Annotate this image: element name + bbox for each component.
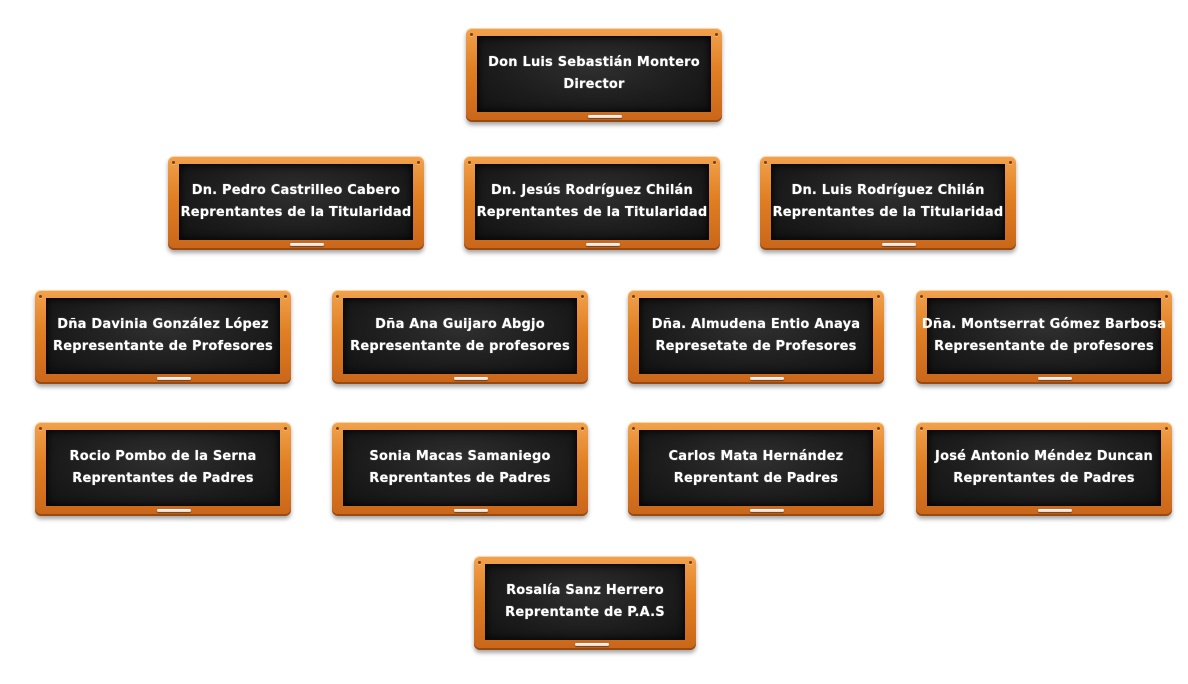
member-role: Representante de Profesores xyxy=(53,339,273,354)
member-name: José Antonio Méndez Duncan xyxy=(935,449,1153,464)
chalk-piece xyxy=(749,377,784,380)
member-name: Carlos Mata Hernández xyxy=(668,449,844,464)
chalk-piece xyxy=(453,377,488,380)
member-name: Dña Ana Guijaro Abgjo xyxy=(375,317,545,332)
member-role: Reprentantes de Padres xyxy=(72,471,254,486)
board-titularidad-2: Dn. Jesús Rodríguez Chilán Reprentantes … xyxy=(464,156,720,250)
member-role: Reprentante de P.A.S xyxy=(505,605,665,620)
board-padres-1: Rocio Pombo de la Serna Reprentantes de … xyxy=(35,422,291,516)
member-name: Dn. Pedro Castrilleo Cabero xyxy=(191,183,401,198)
board-profesores-3: Dña. Almudena Entio Anaya Represetate de… xyxy=(628,290,884,384)
chalkboard: Dña Davinia González López Representante… xyxy=(46,298,280,380)
board-padres-3: Carlos Mata Hernández Reprentant de Padr… xyxy=(628,422,884,516)
member-name: Rocio Pombo de la Serna xyxy=(69,449,257,464)
chalk-piece xyxy=(587,115,622,118)
chalkboard: Dn. Pedro Castrilleo Cabero Reprentantes… xyxy=(179,164,413,246)
member-role: Reprentant de Padres xyxy=(673,471,839,486)
board-titularidad-1: Dn. Pedro Castrilleo Cabero Reprentantes… xyxy=(168,156,424,250)
member-name: Dn. Luis Rodríguez Chilán xyxy=(791,183,985,198)
board-padres-2: Sonia Macas Samaniego Reprentantes de Pa… xyxy=(332,422,588,516)
chalkboard: Dña. Almudena Entio Anaya Represetate de… xyxy=(639,298,873,380)
board-titularidad-3: Dn. Luis Rodríguez Chilán Reprentantes d… xyxy=(760,156,1016,250)
board-pas: Rosalía Sanz Herrero Reprentante de P.A.… xyxy=(474,556,696,650)
member-role: Representante de profesores xyxy=(934,339,1154,354)
chalkboard: Dn. Jesús Rodríguez Chilán Reprentantes … xyxy=(475,164,709,246)
chalkboard: Dña Ana Guijaro Abgjo Representante de p… xyxy=(343,298,577,380)
chalkboard: Rocio Pombo de la Serna Reprentantes de … xyxy=(46,430,280,512)
chalk-piece xyxy=(156,377,191,380)
board-padres-4: José Antonio Méndez Duncan Reprentantes … xyxy=(916,422,1172,516)
member-name: Don Luis Sebastián Montero xyxy=(488,55,700,70)
member-role: Reprentantes de Padres xyxy=(369,471,551,486)
chalkboard: Dn. Luis Rodríguez Chilán Reprentantes d… xyxy=(771,164,1005,246)
chalk-piece xyxy=(1037,377,1072,380)
chalkboard: Rosalía Sanz Herrero Reprentante de P.A.… xyxy=(485,564,685,646)
member-name: Dña. Almudena Entio Anaya xyxy=(651,317,861,332)
chalkboard: Dña. Montserrat Gómez Barbosa Representa… xyxy=(922,298,1166,380)
chalkboard: Sonia Macas Samaniego Reprentantes de Pa… xyxy=(343,430,577,512)
member-name: Dña. Montserrat Gómez Barbosa xyxy=(921,317,1167,332)
member-role: Reprentantes de Padres xyxy=(953,471,1135,486)
member-role: Reprentantes de la Titularidad xyxy=(476,205,708,220)
board-profesores-1: Dña Davinia González López Representante… xyxy=(35,290,291,384)
chalkboard: Carlos Mata Hernández Reprentant de Padr… xyxy=(639,430,873,512)
member-role: Representante de profesores xyxy=(350,339,570,354)
member-name: Dn. Jesús Rodríguez Chilán xyxy=(491,183,693,198)
member-role: Director xyxy=(563,77,625,92)
chalk-piece xyxy=(156,509,191,512)
board-director: Don Luis Sebastián Montero Director xyxy=(466,28,722,122)
chalk-piece xyxy=(453,509,488,512)
member-role: Represetate de Profesores xyxy=(655,339,857,354)
member-name: Sonia Macas Samaniego xyxy=(369,449,551,464)
chalkboard: José Antonio Méndez Duncan Reprentantes … xyxy=(927,430,1161,512)
chalk-piece xyxy=(881,243,916,246)
member-name: Dña Davinia González López xyxy=(57,317,269,332)
chalk-piece xyxy=(1037,509,1072,512)
member-role: Reprentantes de la Titularidad xyxy=(180,205,412,220)
chalk-piece xyxy=(574,643,609,646)
member-name: Rosalía Sanz Herrero xyxy=(506,583,664,598)
chalkboard: Don Luis Sebastián Montero Director xyxy=(477,36,711,118)
member-role: Reprentantes de la Titularidad xyxy=(772,205,1004,220)
chalk-piece xyxy=(289,243,324,246)
board-profesores-2: Dña Ana Guijaro Abgjo Representante de p… xyxy=(332,290,588,384)
chalk-piece xyxy=(749,509,784,512)
chalk-piece xyxy=(585,243,620,246)
board-profesores-4: Dña. Montserrat Gómez Barbosa Representa… xyxy=(916,290,1172,384)
